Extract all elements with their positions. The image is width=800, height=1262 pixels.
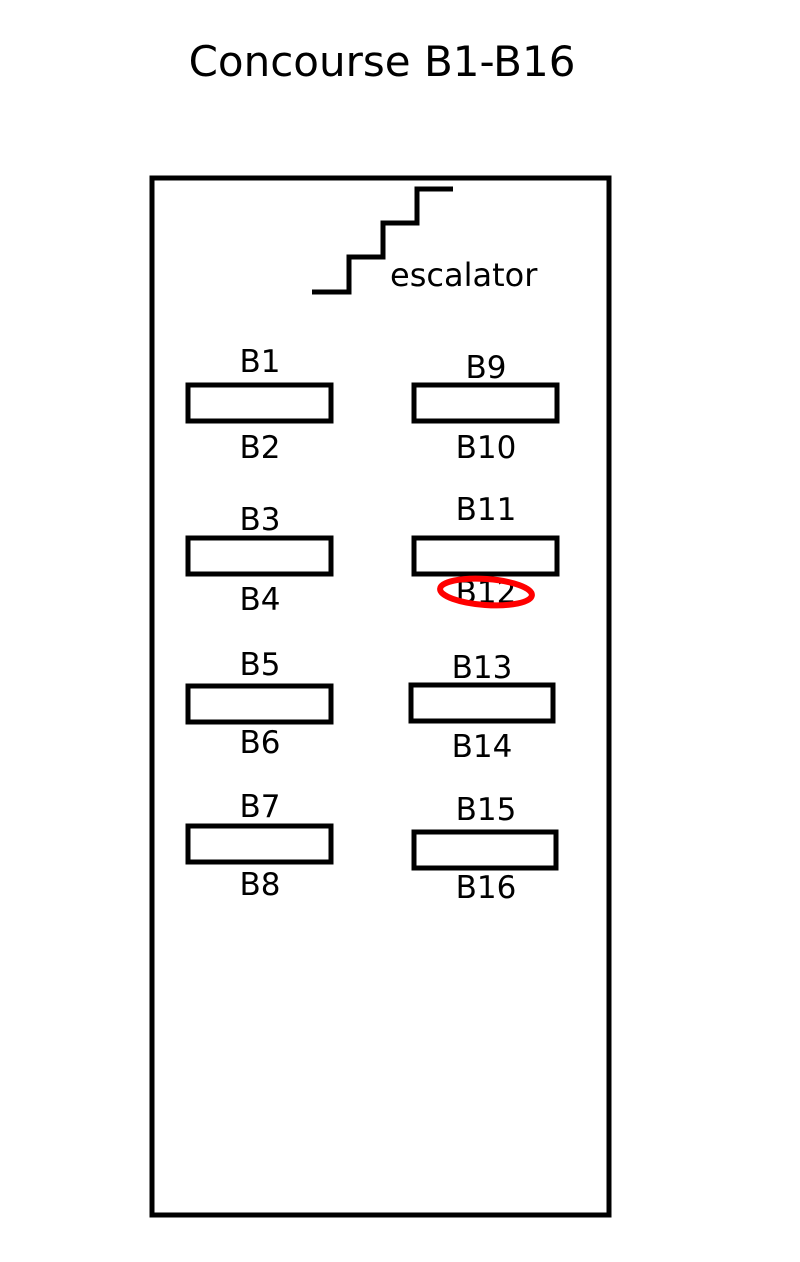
concourse-outline: [149, 175, 612, 1218]
gate-label-b6[interactable]: B6: [240, 725, 281, 761]
gate-label-b7[interactable]: B7: [240, 789, 281, 825]
gate-label-b15[interactable]: B15: [456, 792, 517, 828]
gate-counter-b5-b6: [185, 683, 334, 725]
gate-label-b16[interactable]: B16: [456, 870, 517, 906]
gate-counter-b7-b8: [185, 823, 334, 865]
gate-label-b9[interactable]: B9: [466, 350, 507, 386]
escalator-icon: [312, 186, 453, 295]
gate-counter-b3-b4: [185, 535, 334, 577]
gate-label-b14[interactable]: B14: [452, 729, 513, 765]
gate-label-b5[interactable]: B5: [240, 647, 281, 683]
gate-label-b3[interactable]: B3: [240, 502, 281, 538]
gate-counter-b9-b10: [411, 382, 560, 424]
highlight-circle-b12: [437, 575, 535, 609]
gate-counter-b13-b14: [408, 682, 556, 724]
gate-counter-b1-b2: [185, 382, 334, 424]
gate-label-b1[interactable]: B1: [240, 344, 281, 380]
gate-label-b4[interactable]: B4: [240, 582, 281, 618]
map-title: Concourse B1-B16: [189, 37, 576, 86]
gate-label-b8[interactable]: B8: [240, 867, 281, 903]
gate-counter-b11-b12: [411, 535, 560, 577]
gate-label-b11[interactable]: B11: [456, 492, 517, 528]
gate-label-b10[interactable]: B10: [456, 430, 517, 466]
escalator-label: escalator: [390, 256, 538, 294]
gate-counter-b15-b16: [411, 829, 559, 871]
gate-label-b13[interactable]: B13: [452, 650, 513, 686]
gate-label-b2[interactable]: B2: [240, 430, 281, 466]
